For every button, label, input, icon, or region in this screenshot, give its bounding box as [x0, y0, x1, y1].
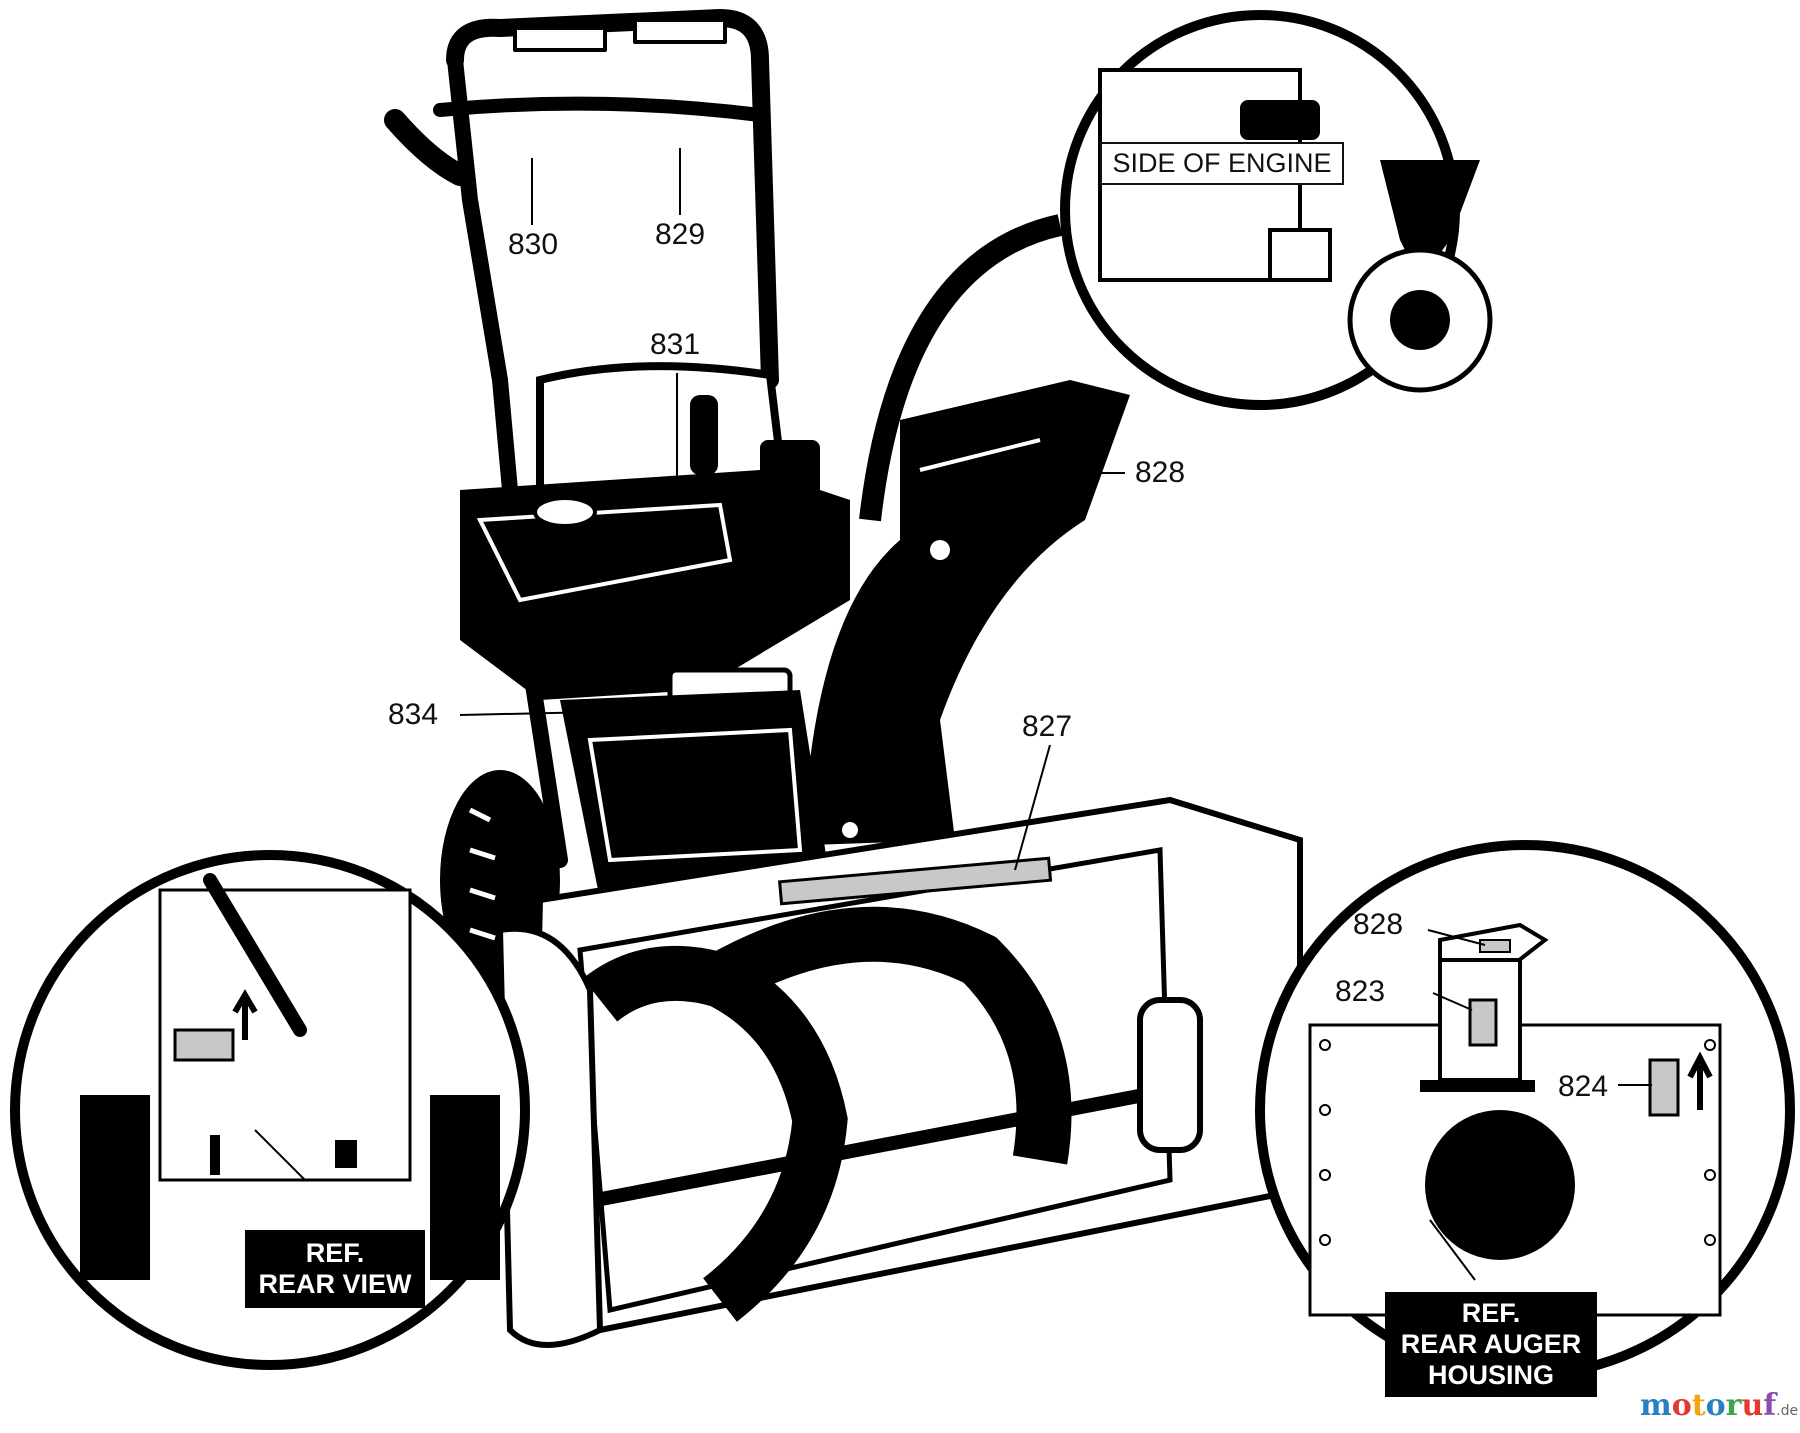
rear-auger-inset [1255, 840, 1795, 1380]
engine-inset [1060, 10, 1493, 410]
discharge-chute [810, 214, 1130, 845]
callout-827: 827 [1022, 710, 1073, 743]
rear-auger-label-line3: HOUSING [1427, 1360, 1554, 1391]
rear-auger-label-line2: REAR AUGER [1400, 1329, 1582, 1360]
watermark-letter: t [1691, 1388, 1706, 1423]
rear-auger-housing-label: REF. REAR AUGER HOUSING [1385, 1292, 1597, 1398]
callout-823: 823 [1335, 975, 1386, 1008]
callout-830: 830 [508, 228, 559, 261]
watermark-letter: u [1741, 1388, 1764, 1423]
transmission-housing [560, 690, 830, 900]
callout-834: 834 [388, 698, 439, 731]
watermark-letter: f [1763, 1388, 1777, 1423]
rear-view-label: REF. REAR VIEW [245, 1230, 425, 1309]
watermark-suffix: .de [1776, 1403, 1799, 1419]
watermark-letters: motoruf [1640, 1388, 1776, 1423]
callout-824: 824 [1558, 1070, 1609, 1103]
leader-lines [254, 148, 1652, 1281]
callout-828-main: 828 [1135, 456, 1186, 489]
rear-view-label-line2: REAR VIEW [258, 1269, 412, 1300]
callout-831: 831 [650, 328, 701, 361]
watermark-letter: r [1725, 1388, 1742, 1423]
side-of-engine-label: SIDE OF ENGINE [1100, 142, 1344, 185]
callout-828-inset: 828 [1353, 908, 1404, 941]
watermark-letter: o [1705, 1388, 1726, 1423]
engine-block [460, 470, 850, 713]
watermark-letter: m [1640, 1388, 1672, 1423]
rear-view-label-line1: REF. [305, 1238, 365, 1268]
rear-auger-label-line1: REF. [1461, 1298, 1521, 1328]
auger-housing [496, 796, 1303, 1348]
watermark-letter: o [1671, 1388, 1692, 1423]
motoruf-watermark: motoruf.de [1640, 1388, 1798, 1423]
callout-829: 829 [655, 218, 706, 251]
